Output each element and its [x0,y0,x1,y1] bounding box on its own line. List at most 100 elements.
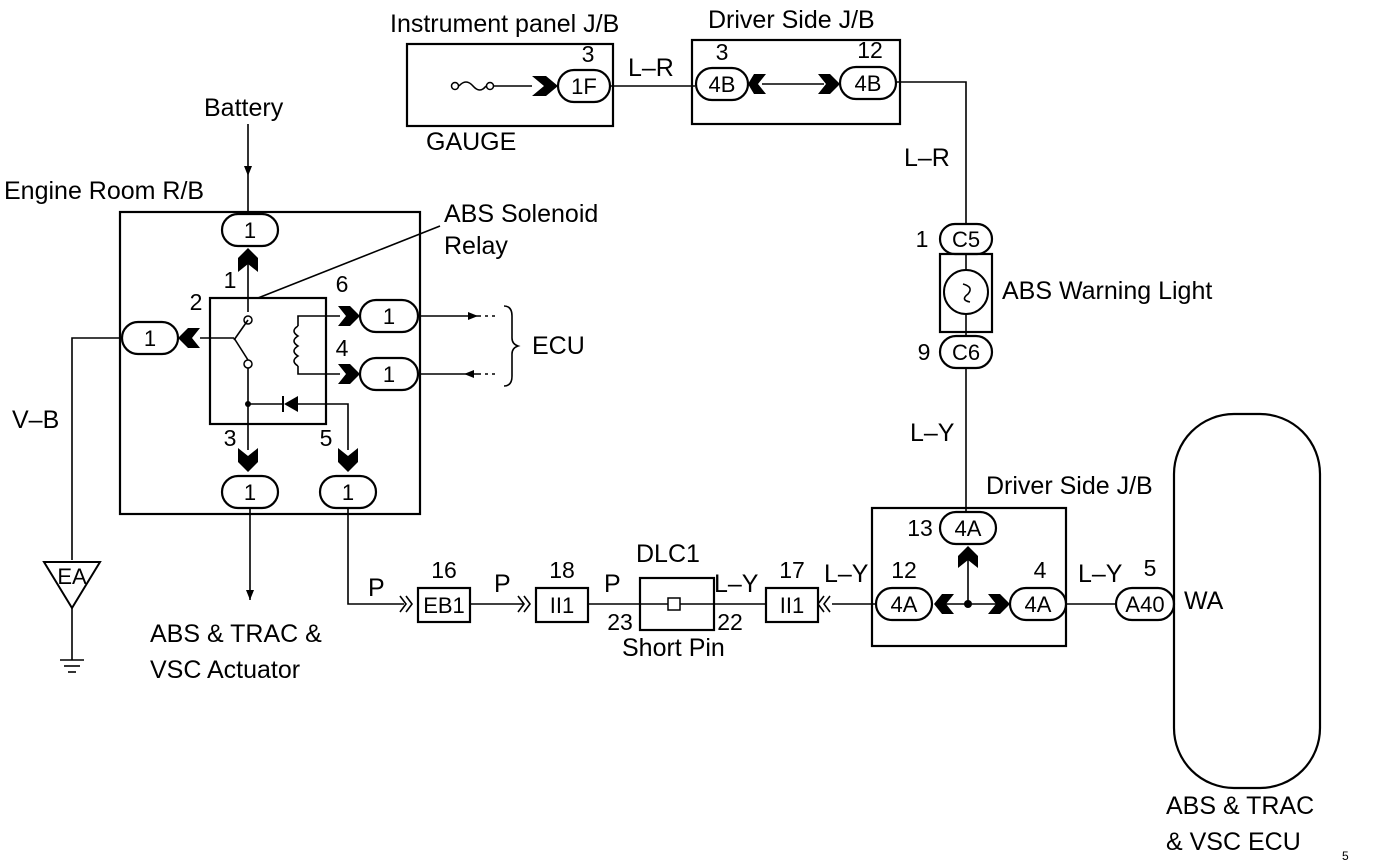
connector-4b-right [838,65,898,101]
driver-side-jb-top-label: Driver Side J/B [708,6,875,34]
wire-vb: V–B [12,406,59,434]
connector-4b-left-label: 4B [709,72,736,97]
ecu-bottom-line1: ABS & TRAC [1166,792,1314,820]
connector-ii1-right [764,586,820,624]
chevron-right-icon [338,306,360,326]
wire-p-a: P [368,574,385,602]
engine-room-rb-box [118,210,422,516]
pin-c5: 1 [916,226,929,252]
connector-a40-label: A40 [1125,592,1164,617]
wire-p-b: P [494,570,511,598]
rb-connector-left-label: 1 [144,326,156,351]
chevron-right-icon [988,594,1010,614]
connector-c6-label: C6 [952,340,980,365]
engine-room-rb-label: Engine Room R/B [4,177,204,205]
short-pin-label: Short Pin [622,634,725,662]
relay-pin-6: 6 [336,271,349,297]
pin-4b-right: 12 [857,37,883,63]
driver-side-jb-bottom: Driver Side J/B 4A 13 4A 12 4A 4 [870,472,1153,648]
connector-4b-right-label: 4B [855,71,882,96]
rb-connector-bottom-right-label: 1 [342,480,354,505]
wire-ly-ecu: L–Y [1078,560,1123,588]
abs-warning-light: ABS Warning Light [938,252,1212,336]
pin-1f: 3 [582,41,595,67]
chevron-right-icon [338,364,360,384]
connector-4a-right-label: 4A [1025,592,1052,617]
pin-dlc-22: 22 [717,609,743,635]
wire-ly-bottom-b: L–Y [714,570,759,598]
gauge-label: GAUGE [426,128,516,156]
connector-4a-left-label: 4A [891,592,918,617]
chevron-left-icon [748,74,766,94]
wire-lr-top: L–R [628,54,674,82]
ecu-label: ECU [532,332,585,360]
rb-connector-top [220,212,280,248]
battery-label: Battery [204,94,284,122]
arrow-down-icon [244,166,252,176]
actuator-label-line2: VSC Actuator [150,656,300,684]
footnote: 5 [1342,849,1349,862]
rb-connector-bottom-right [318,474,378,510]
connector-ea-label: EA [57,564,87,589]
connector-ii1-left-label: II1 [550,593,574,618]
ecu-bottom-line2: & VSC ECU [1166,828,1301,856]
connector-4a-top [938,510,998,546]
instrument-panel-jb-label: Instrument panel J/B [390,10,619,38]
rb-connector-top-label: 1 [244,218,256,243]
relay-label-line2: Relay [444,232,508,260]
pin-4a-left: 12 [891,557,917,583]
chevron-right-icon [532,76,558,96]
chevron-left-icon [178,328,200,348]
rb-connector-ecu-upper-label: 1 [383,304,395,329]
relay-pin-4: 4 [336,335,349,361]
pin-ii1-left: 18 [549,557,575,583]
connector-ii1-right-label: II1 [780,593,804,618]
arrow-down-icon [246,590,254,600]
abs-trac-vsc-ecu: WA ABS & TRAC & VSC ECU [1166,412,1322,856]
chevron-up-icon [958,546,978,568]
wire-ly-right: L–Y [910,419,955,447]
pin-a40: 5 [1144,555,1157,581]
chevron-down-icon [238,448,258,472]
instrument-panel-jb: Instrument panel J/B GAUGE 1F 3 [390,10,619,156]
driver-side-jb-top: Driver Side J/B 4B 3 4B 12 [690,6,902,126]
pin-eb1: 16 [431,557,457,583]
coil-icon [293,315,340,375]
engine-room-rb: Battery Engine Room R/B 1 1 ABS Solenoid… [4,94,598,516]
fuse-icon [450,81,495,91]
wa-label: WA [1184,587,1224,615]
ground-icon [60,659,84,673]
pin-c6: 9 [918,339,931,365]
pin-ii1-right: 17 [779,557,805,583]
connector-1f-label: 1F [571,74,597,99]
wire-p-c: P [604,570,621,598]
dlc1: DLC1 23 22 Short Pin [607,540,743,662]
diode-icon [282,396,298,412]
connector-c5-label: C5 [952,227,980,252]
pin-4b-left: 3 [716,39,729,65]
chevron-right-icon [818,74,840,94]
ground-connector-ea: EA [42,561,102,673]
pin-dlc-23: 23 [607,609,633,635]
connector-ii1-left [534,586,590,624]
chevron-left-icon [934,594,954,614]
connector-4a-top-label: 4A [955,516,982,541]
wire-ly-bottom-a: L–Y [824,560,869,588]
chevron-down-icon [338,448,358,472]
relay-pin-5: 5 [320,425,333,451]
pin-4a-right: 4 [1034,557,1047,583]
relay-pin-2: 2 [190,289,203,315]
driver-side-jb-bottom-box [870,506,1068,648]
abs-warning-light-label: ABS Warning Light [1002,277,1212,305]
connector-eb1 [416,586,472,624]
pin-4a-top: 13 [907,515,933,541]
relay-pin-3: 3 [224,425,237,451]
rb-connector-bottom-left-label: 1 [244,480,256,505]
dlc1-label: DLC1 [636,540,700,568]
abs-solenoid-relay [208,296,328,426]
driver-side-jb-bottom-label: Driver Side J/B [986,472,1153,500]
relay-label-line1: ABS Solenoid [444,200,598,228]
instrument-panel-jb-box [405,42,615,128]
wire-lr-right: L–R [904,144,950,172]
